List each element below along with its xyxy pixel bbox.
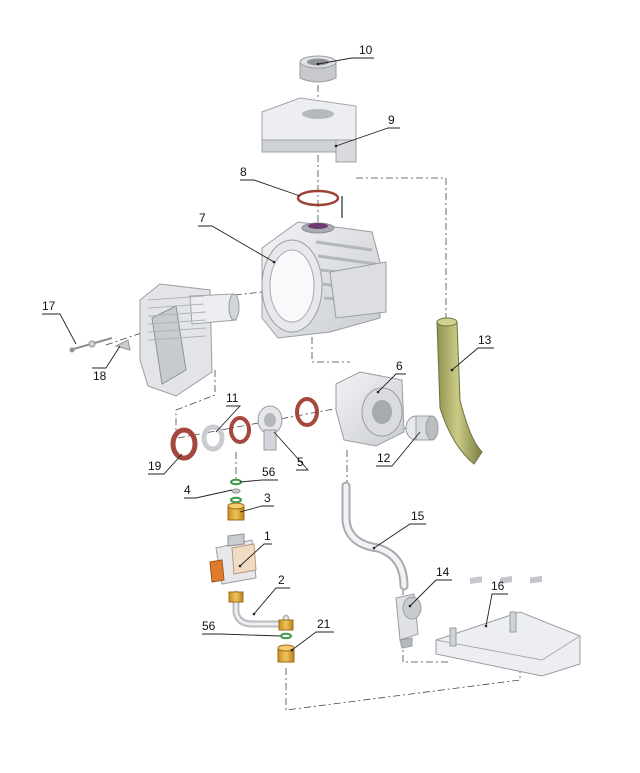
callout-label: 7	[199, 211, 206, 225]
callout-label: 56	[262, 465, 276, 479]
callout-label: 15	[411, 509, 425, 523]
callout-label: 3	[264, 491, 271, 505]
callout-label: 5	[297, 455, 304, 469]
part-13-air-pipe	[436, 317, 483, 465]
callout-label: 2	[278, 573, 285, 587]
callout-label: 16	[491, 579, 505, 593]
part-56-seal-lower	[280, 632, 292, 640]
part-1-gas-valve	[209, 533, 257, 585]
callout-label: 13	[478, 333, 492, 347]
part-5-gas-adapter	[257, 405, 283, 451]
callout-label: 17	[42, 299, 56, 313]
callout-label: 9	[388, 113, 395, 127]
part-6-fan-housing	[335, 371, 405, 447]
gasket-ring-b	[295, 397, 319, 427]
callout-label: 19	[148, 459, 162, 473]
callout-label: 18	[93, 369, 107, 383]
part-8-o-ring	[296, 189, 340, 207]
part-3-nut	[227, 502, 245, 521]
part-2-gas-pipe	[228, 590, 294, 631]
callout-label: 1	[264, 529, 271, 543]
part-4-washer	[231, 488, 241, 494]
callouts: 10 9 8 7 17 18 13 6 11 19 5	[42, 43, 508, 652]
part-7-heat-exchanger	[261, 196, 387, 339]
callout-label: 21	[317, 617, 331, 631]
part-17-ignition-electrode	[69, 337, 113, 353]
callout-label: 12	[377, 451, 391, 465]
callout-label: 14	[436, 565, 450, 579]
part-11-spacer-ring	[201, 424, 225, 452]
part-15-condensate-hose	[341, 481, 409, 591]
part-21-gas-cock	[277, 644, 295, 663]
part-19-gasket	[170, 427, 198, 461]
callout-label: 56	[202, 619, 216, 633]
callout-label: 11	[226, 391, 239, 405]
part-18-clip	[114, 339, 131, 351]
callout-label: 4	[184, 483, 191, 497]
part-14-siphon	[395, 593, 422, 649]
gasket-ring-a	[229, 416, 251, 444]
callout-label: 6	[396, 359, 403, 373]
part-9-flue-hood	[261, 97, 357, 163]
part-12-venturi	[405, 415, 439, 441]
part-16-mounting-bracket	[435, 575, 581, 677]
callout-label: 8	[240, 165, 247, 179]
callout-label: 10	[359, 43, 373, 57]
part-10-flue-cap	[299, 55, 337, 83]
burner-assembly	[139, 283, 240, 397]
